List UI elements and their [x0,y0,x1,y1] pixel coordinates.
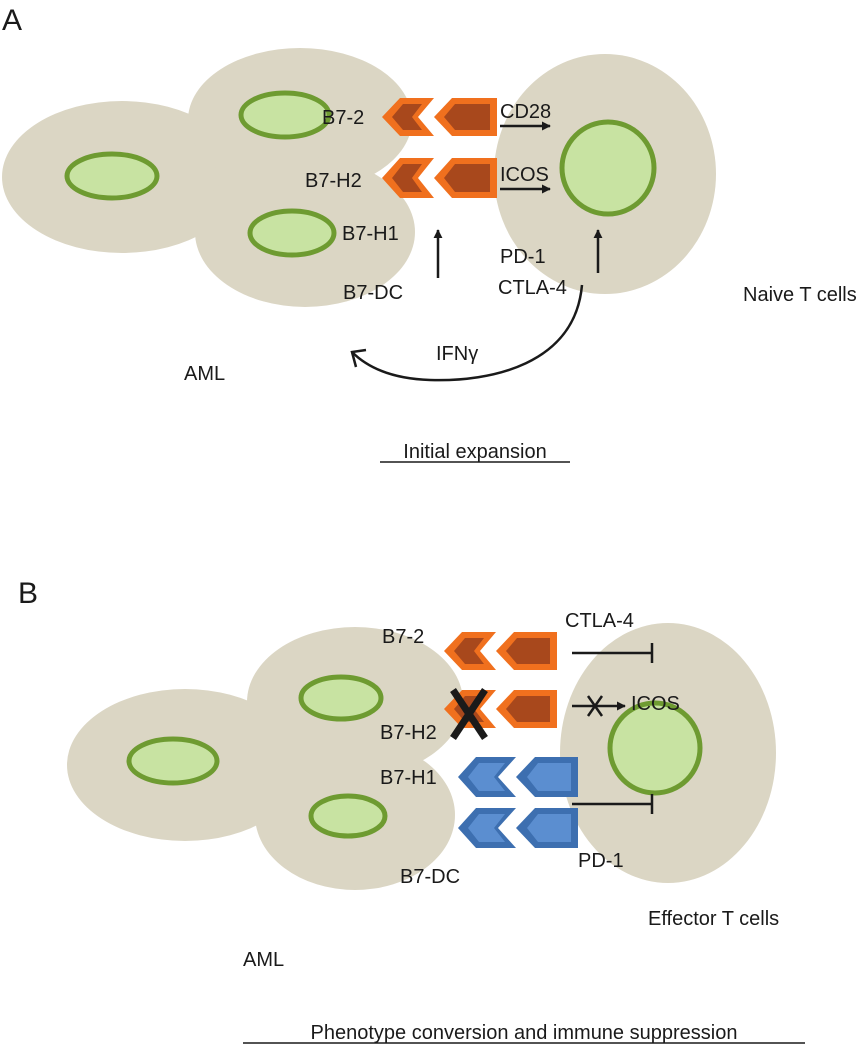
icos-block-small-x [586,695,604,717]
pd1-label-a: PD-1 [500,246,546,268]
b7-h1-label-b: B7-H1 [380,767,437,789]
b7-2-label-a: B7-2 [322,107,364,129]
ctla4-label-b: CTLA-4 [565,610,634,632]
panel-b-letter: B [18,577,38,610]
b7-h2-label-b: B7-H2 [380,722,437,744]
b7-h1-label-a: B7-H1 [342,223,399,245]
b7-dc-pd1-pair-b [458,808,578,848]
b7-2-label-b: B7-2 [382,626,424,648]
pd1-label-b: PD-1 [578,850,624,872]
icos-receptor-a-inner [444,164,490,192]
b7-2-cd28-pair-a [382,98,497,136]
pd1-receptor-b-bottom-inner [527,814,571,842]
aml-nucleus-a-left [64,151,160,201]
b7-dc-ligand-b-inner [468,814,505,842]
icos-label-b: ICOS [631,693,680,715]
b7-h2-label-a: B7-H2 [305,170,362,192]
panel-b: B [18,577,805,1044]
b7-h2-ligand-a-inner [392,164,422,192]
aml-nucleus-b-left [126,736,220,786]
ctla4-receptor-b-inner [506,638,550,664]
pd1-receptor-b-top-inner [527,763,571,791]
ctla4-label-a: CTLA-4 [498,277,567,299]
b7-h1-ligand-b-inner [468,763,505,791]
aml-nucleus-a-bottom [247,208,337,258]
aml-nucleus-b-bottom [308,793,388,839]
aml-label-a: AML [184,363,225,385]
ifn-gamma-arrowhead [350,348,367,368]
cd28-receptor-a-inner [444,104,490,130]
b7-dc-label-a: B7-DC [343,282,403,304]
effector-t-cells-label: Effector T cells [648,908,779,930]
b7-2-ligand-b-inner [454,638,484,664]
b7-2-ctla4-pair-b [444,632,557,670]
aml-nucleus-b-top [298,674,384,722]
cd28-label-a: CD28 [500,101,551,123]
panel-a-letter: A [2,4,22,37]
b7-h2-icos-pair-a [382,158,497,198]
icos-receptor-b-inner [506,696,550,722]
caption-a: Initial expansion [403,441,546,463]
ifn-gamma-curve [351,284,584,382]
b7-2-ligand-a-inner [392,104,422,130]
b7-h1-pd1-pair-b [458,757,578,797]
ctla4-inhibition [572,643,654,663]
pd1-inhibition [572,794,654,814]
ifn-gamma-label: IFNγ [436,343,478,365]
b7-dc-label-b: B7-DC [400,866,460,888]
panel-a: A B7-2 [2,4,857,463]
naive-t-cells-label: Naive T cells [743,284,857,306]
aml-nucleus-a-top [238,90,332,140]
t-cell-nucleus-a [559,119,657,217]
block-x-mark [450,688,488,740]
t-cell-nucleus-b [607,700,703,796]
aml-label-b: AML [243,949,284,971]
icos-label-a: ICOS [500,164,549,186]
caption-b: Phenotype conversion and immune suppress… [311,1022,738,1044]
